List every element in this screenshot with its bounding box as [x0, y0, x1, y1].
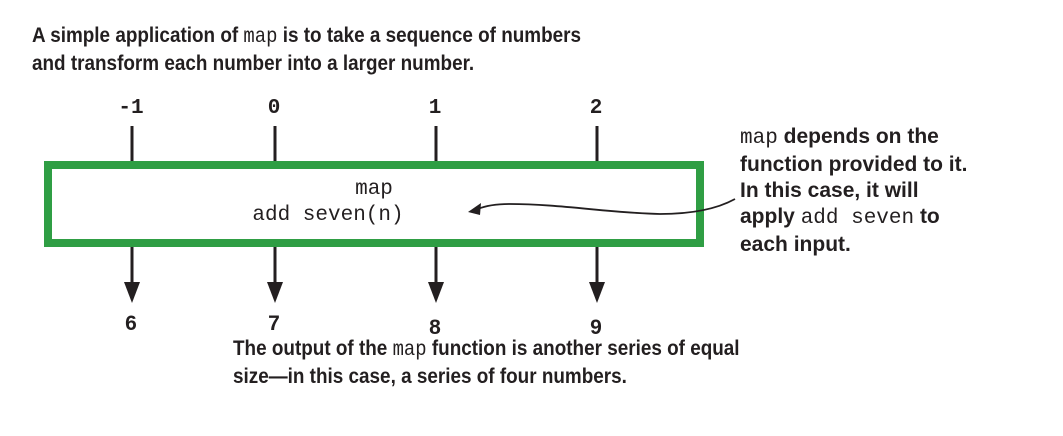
map-box: map add seven(n): [44, 161, 704, 247]
map-box-text: map add seven(n): [52, 177, 696, 229]
top-caption-code: map: [243, 26, 278, 49]
input-number: -1: [118, 97, 144, 120]
input-number: 0: [267, 97, 281, 120]
bottom-caption-suffix: function is another series of equal: [426, 337, 740, 360]
side-note-code: add seven: [800, 207, 915, 230]
output-number: 6: [125, 312, 137, 335]
output-number: 7: [268, 312, 280, 335]
output-number: 9: [590, 316, 602, 339]
bottom-caption-code: map: [392, 339, 427, 362]
function-label: add seven(n): [252, 204, 404, 227]
input-number: 2: [589, 97, 603, 120]
top-caption-prefix: A simple application of: [32, 24, 244, 47]
bottom-caption-prefix: The output of the: [233, 337, 393, 360]
top-caption-suffix: is to take a sequence of numbers: [277, 24, 582, 47]
top-caption: A simple application of map is to take a…: [32, 23, 581, 77]
bottom-caption-line2: size—in this case, a series of four numb…: [233, 365, 627, 388]
top-caption-line2: and transform each number into a larger …: [32, 52, 475, 75]
input-number: 1: [428, 97, 442, 120]
side-note-code: map: [740, 127, 778, 150]
side-note: map depends on the function provided to …: [740, 125, 968, 256]
output-number: 8: [429, 316, 441, 339]
bottom-caption: The output of the map function is anothe…: [233, 336, 740, 390]
map-label: map: [355, 178, 393, 201]
